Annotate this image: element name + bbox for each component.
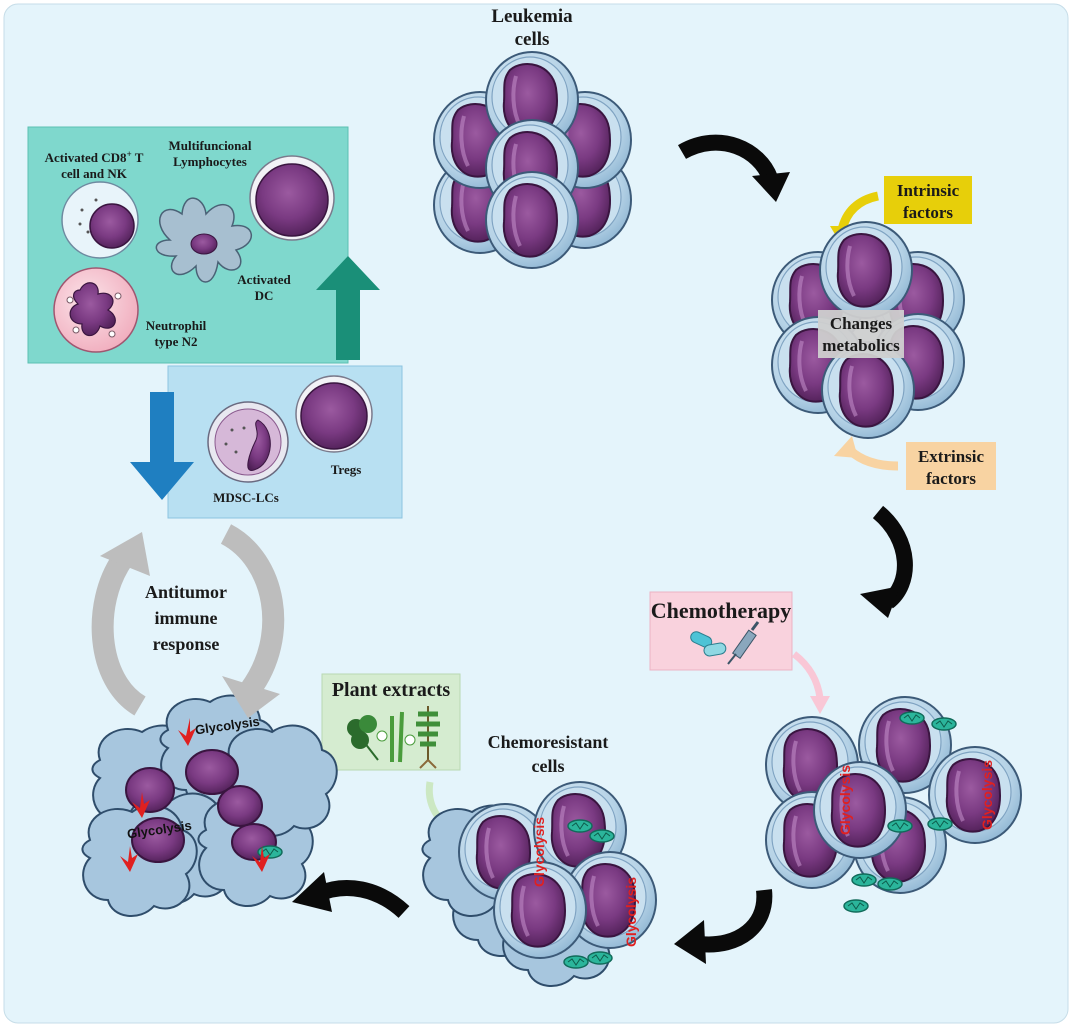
- cd8-t-cell-icon: [61, 181, 139, 259]
- extrinsic-factors-box: [906, 442, 996, 490]
- glycolysis-label-3: Glycolysis: [531, 817, 547, 887]
- increase-arrow-icon: [316, 256, 380, 360]
- treg-cell-icon: [295, 375, 373, 453]
- leukemia-label-line2: cells: [515, 29, 550, 50]
- decrease-arrow-icon: [130, 392, 194, 500]
- tregs-label: Tregs: [331, 462, 362, 477]
- extrinsic-label-line2: factors: [926, 469, 976, 488]
- extrinsic-label-line1: Extrinsic: [918, 447, 985, 466]
- dendritic-cell-icon: [155, 197, 253, 283]
- lymphocytes-label-line1: Multifuncional: [168, 138, 251, 153]
- changes-label-line1: Changes: [830, 314, 893, 333]
- extrinsic-arrow-head: [834, 436, 858, 458]
- antitumor-label-line2: immune: [155, 608, 218, 628]
- immune-arrow-up: [91, 553, 147, 716]
- cd8-label-line2: cell and NK: [61, 166, 128, 181]
- cd8-label-line1: Activated CD8+ T: [45, 149, 144, 165]
- chemo-arrow-head: [810, 696, 830, 714]
- glycolysis-label-2: Glycolysis: [979, 760, 995, 830]
- mdsc-label: MDSC-LCs: [213, 490, 279, 505]
- arrow-leukemia-to-changes-head: [752, 172, 790, 202]
- arrow-resistant-to-immune-head: [292, 872, 332, 912]
- dc-label-line1: Activated: [237, 272, 291, 287]
- changes-label-line2: metabolics: [822, 336, 900, 355]
- mdsc-cell-icon: [207, 401, 289, 483]
- arrow-leukemia-to-changes: [677, 134, 778, 182]
- plant-icons: [347, 706, 440, 769]
- neutrophil-label-line1: Neutrophil: [146, 318, 207, 333]
- glycolysis-cluster: [81, 694, 338, 918]
- syringe-icon: [727, 621, 760, 665]
- glycolysis-label-4: Glycolysis: [623, 877, 639, 947]
- pills-icon: [690, 631, 727, 657]
- intrinsic-factors-box: [884, 176, 972, 224]
- intrinsic-label-line1: Intrinsic: [897, 181, 960, 200]
- immune-arrow-down: [220, 524, 285, 697]
- lymphocytes-label-line2: Lymphocytes: [173, 154, 247, 169]
- immune-arrow-down-head: [222, 676, 280, 718]
- intrinsic-label-line2: factors: [903, 203, 953, 222]
- chemoresistant-label-line2: cells: [532, 756, 565, 776]
- chemoresistant-label-line1: Chemoresistant: [488, 732, 609, 752]
- arrow-chemo-to-resistant: [699, 889, 773, 953]
- plant-extracts-label: Plant extracts: [332, 679, 451, 701]
- cd8-sup: +: [127, 149, 132, 159]
- cd8-text: Activated CD8: [45, 150, 127, 165]
- chemotherapy-box: [649, 591, 793, 671]
- antitumor-label-line1: Antitumor: [145, 582, 227, 602]
- immune-arrow-up-head: [100, 532, 150, 576]
- arrow-chemo-to-resistant-head: [674, 920, 706, 964]
- dc-label-line2: DC: [255, 288, 274, 303]
- intrinsic-arrow: [837, 191, 880, 232]
- cd8-text-end: T: [132, 150, 144, 165]
- arrow-changes-to-chemo-head: [860, 586, 900, 618]
- chemo-arrow: [791, 651, 824, 699]
- neutrophil-label-line2: type N2: [155, 334, 198, 349]
- leukemia-label-line1: Leukemia: [491, 6, 573, 27]
- changes-metabolics-box: [818, 310, 904, 358]
- antitumor-label-line3: response: [153, 634, 220, 654]
- neutrophil-icon: [53, 267, 139, 353]
- lymphocyte-icon: [249, 155, 335, 241]
- glycolysis-label-1: Glycolysis: [837, 765, 853, 835]
- chemotherapy-label: Chemotherapy: [651, 598, 792, 623]
